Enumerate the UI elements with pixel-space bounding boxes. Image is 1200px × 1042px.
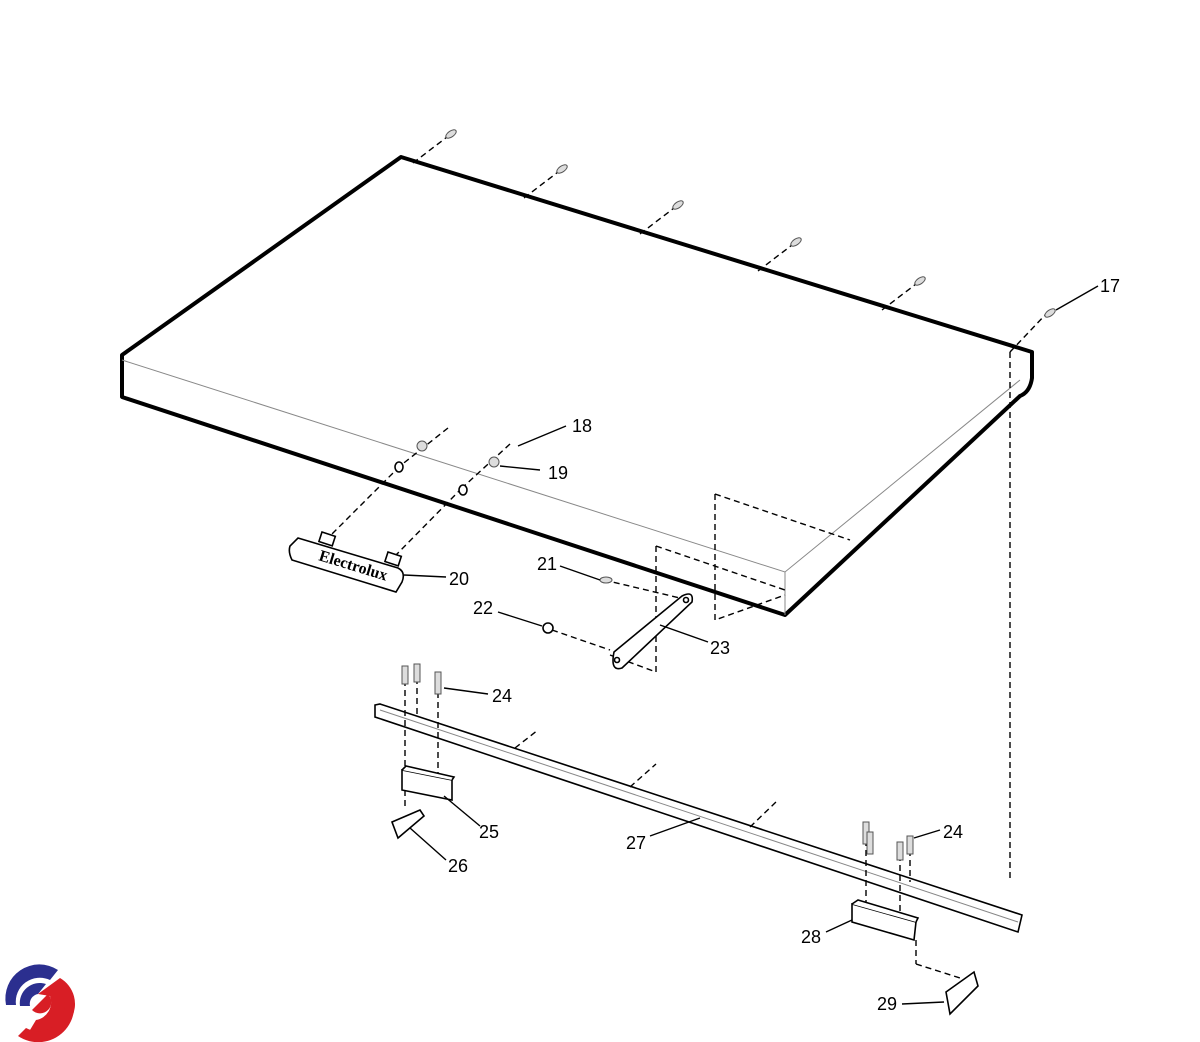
screws-24-right xyxy=(862,821,941,920)
screw-icon xyxy=(790,237,802,247)
screw-axis-line xyxy=(412,136,448,164)
screws-17 xyxy=(412,129,926,311)
callout-labels: 17 18 19 20 21 22 23 24 24 25 26 27 28 2… xyxy=(448,276,1120,1014)
block-28 xyxy=(825,899,961,979)
screw-icon xyxy=(556,164,568,174)
clip-29 xyxy=(901,970,979,1016)
alignment-line xyxy=(1009,313,1047,353)
screw-icon xyxy=(914,276,926,286)
callout-23: 23 xyxy=(710,638,730,658)
callout-27: 27 xyxy=(626,833,646,853)
callout-25: 25 xyxy=(479,822,499,842)
screw-axis-line xyxy=(639,207,675,235)
callout-24-left: 24 xyxy=(492,686,512,706)
callout-18: 18 xyxy=(572,416,592,436)
callout-26: 26 xyxy=(448,856,468,876)
callout-22: 22 xyxy=(473,598,493,618)
block-25 xyxy=(401,765,481,827)
callout-24-right: 24 xyxy=(943,822,963,842)
callout-20: 20 xyxy=(449,569,469,589)
callout-29: 29 xyxy=(877,994,897,1014)
electrolux-badge-20: Electrolux xyxy=(288,530,447,593)
screw-axis-line xyxy=(881,283,917,311)
screws-24-left xyxy=(401,663,489,810)
bracket-23 xyxy=(497,493,851,674)
countertop-panel xyxy=(120,155,1034,617)
brand-logo xyxy=(5,964,76,1042)
screw-axis-line xyxy=(757,244,793,272)
screw-icon xyxy=(445,129,457,139)
callout-28: 28 xyxy=(801,927,821,947)
badge-mount-lines xyxy=(325,425,567,556)
screw-axis-line xyxy=(523,171,559,199)
callout-19: 19 xyxy=(548,463,568,483)
callout-21: 21 xyxy=(537,554,557,574)
rail-27 xyxy=(374,703,1023,934)
screw-icon xyxy=(672,200,684,210)
clip-26 xyxy=(390,809,447,861)
callout-17: 17 xyxy=(1100,276,1120,296)
